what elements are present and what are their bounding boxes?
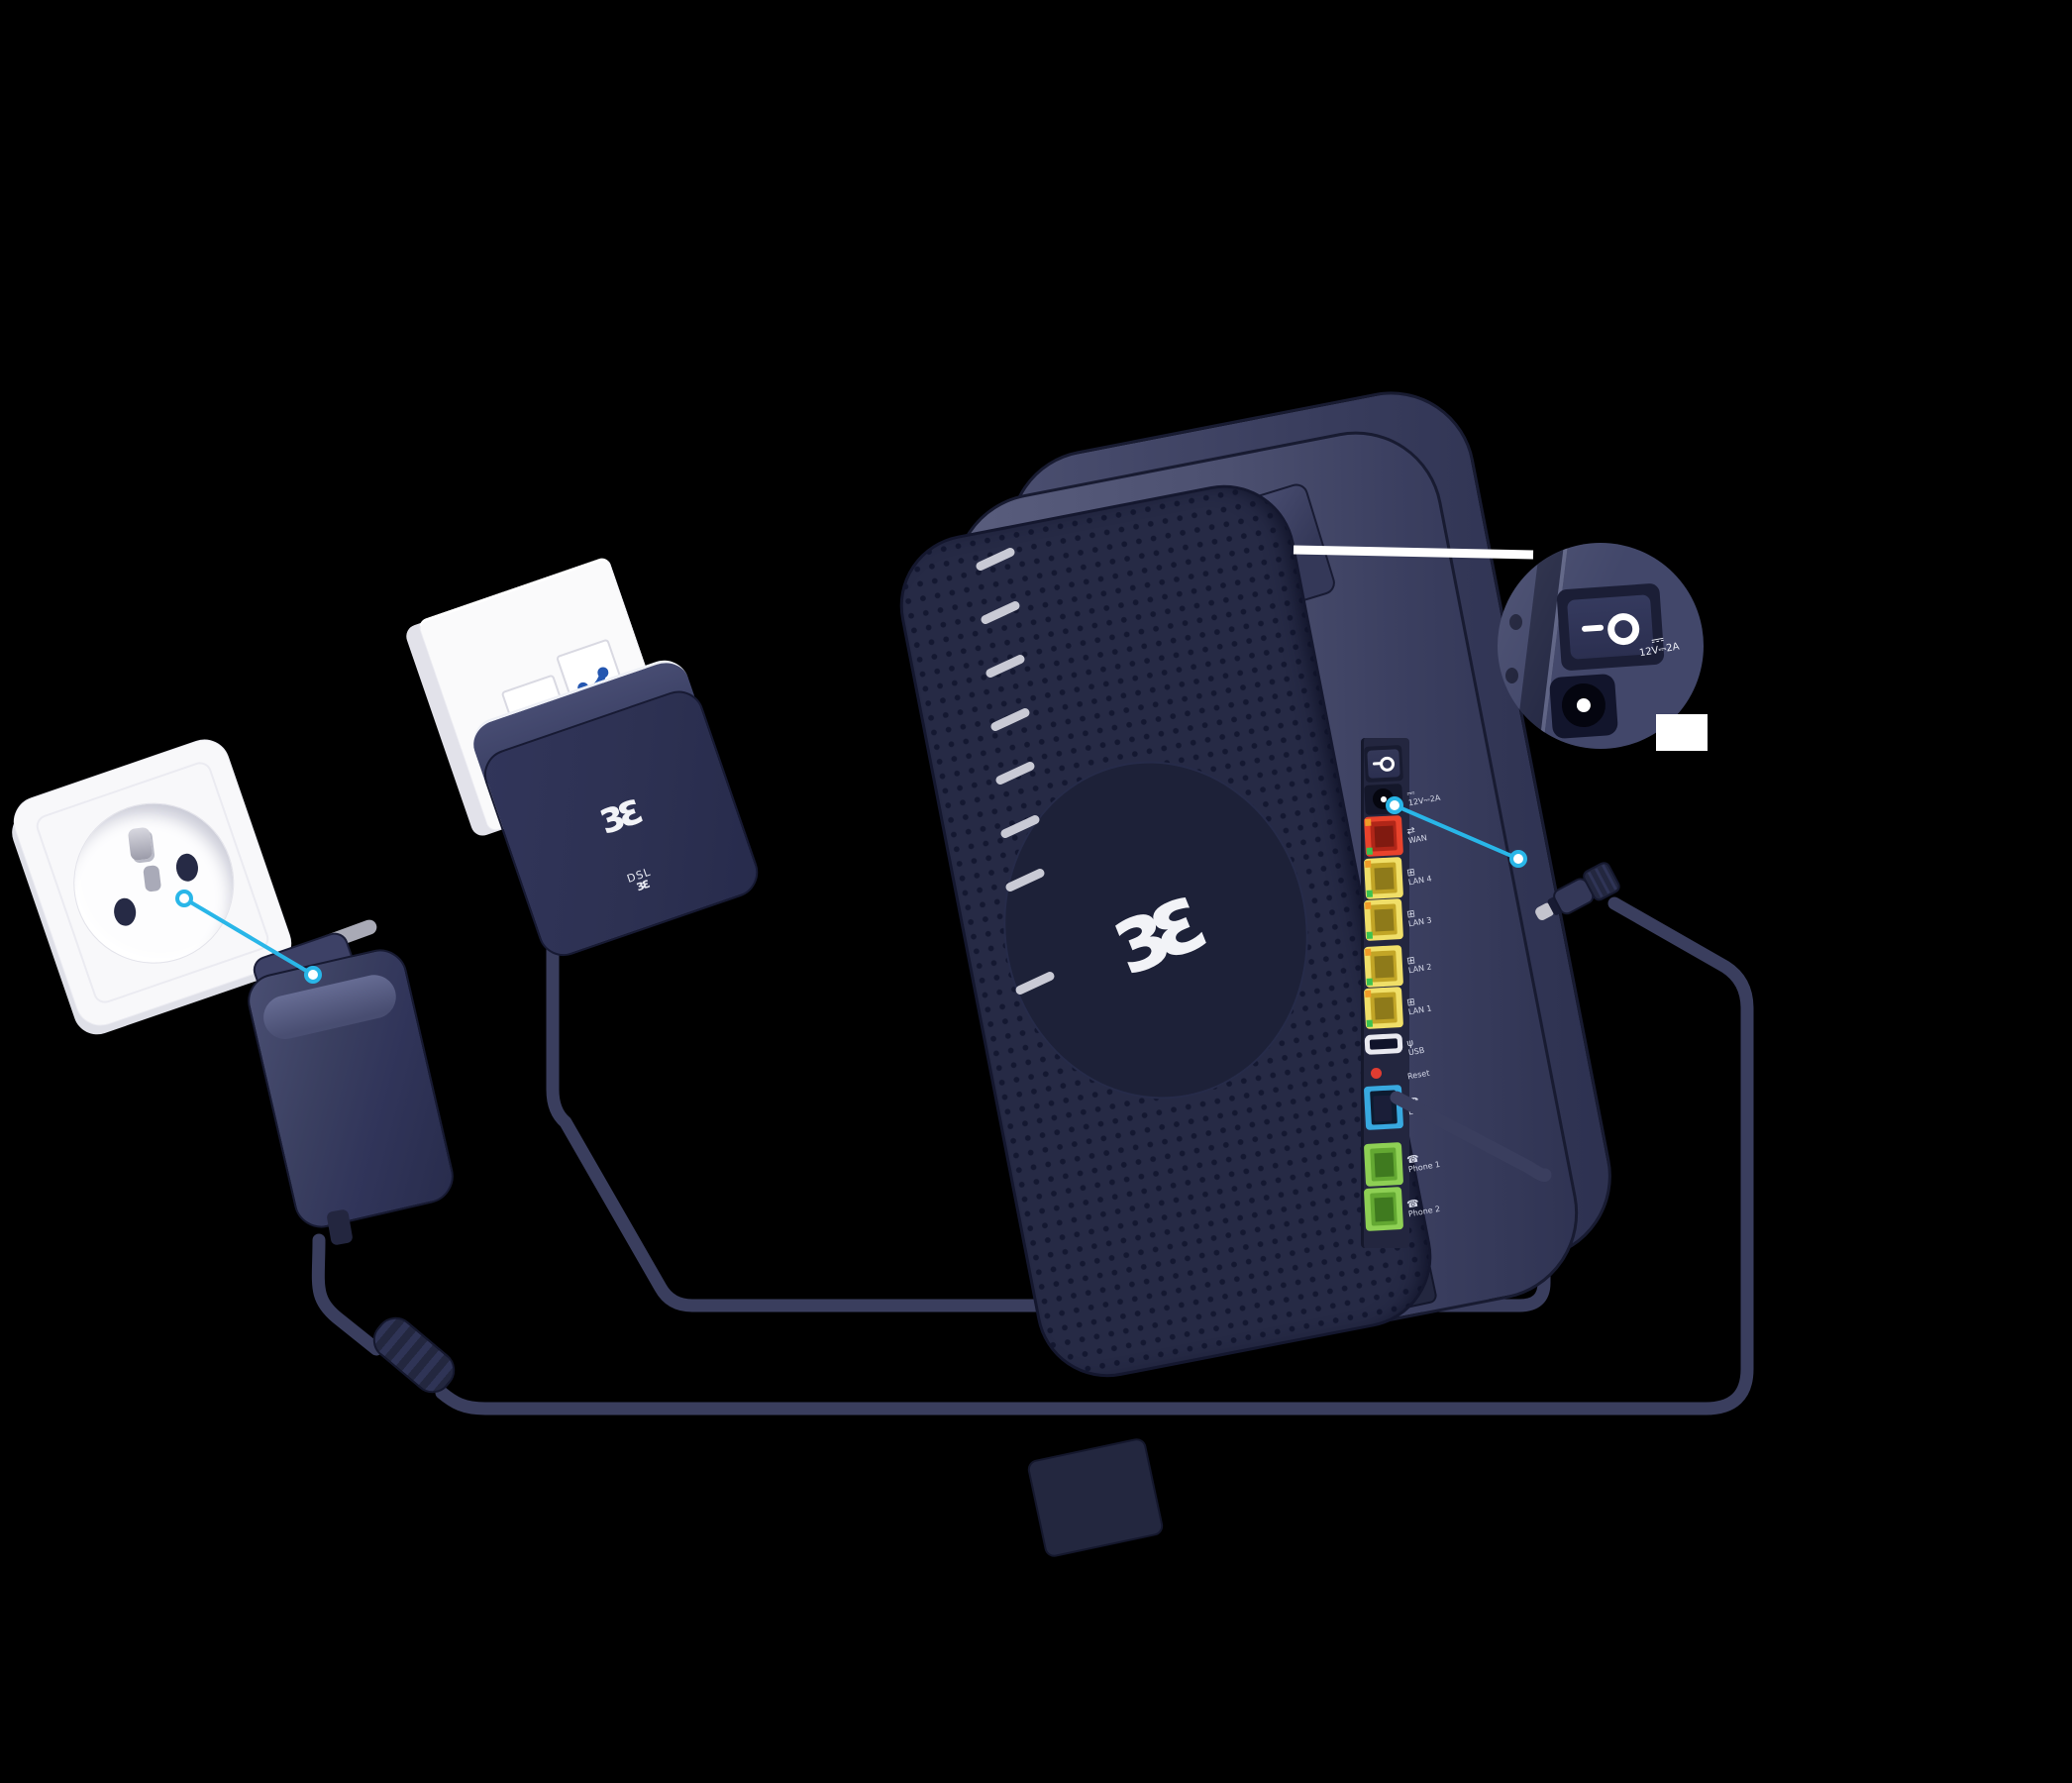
reset-button xyxy=(1371,1068,1382,1079)
inset-power-switch xyxy=(1556,582,1665,672)
power-cable-long-run xyxy=(435,896,1754,1416)
dsl-cable-front-segment xyxy=(1390,1091,1552,1183)
inset-pointer-line xyxy=(1293,545,1534,560)
power-off-symbol xyxy=(1606,612,1641,647)
dc-barrel-connector xyxy=(1535,862,1620,920)
callout-dc-to-connector xyxy=(1386,796,1527,868)
power-on-symbol xyxy=(1581,624,1605,633)
callout-outlet-to-plug xyxy=(175,890,322,984)
inset-dc-jack xyxy=(1548,673,1619,740)
power-cable xyxy=(311,1233,383,1356)
inset-white-patch xyxy=(1656,714,1708,751)
